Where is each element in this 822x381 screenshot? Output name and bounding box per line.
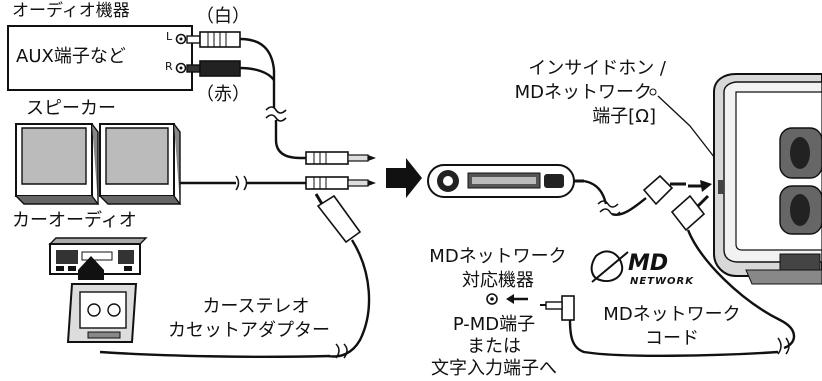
r-mark: R [165, 60, 173, 73]
audio-equipment-label: オーディオ機器 [12, 1, 130, 21]
speaker-left-drawing [15, 123, 100, 205]
car-audio-label: カーオーディオ [12, 210, 137, 231]
speaker-right-drawing [99, 123, 182, 205]
md-main-unit-drawing [713, 73, 822, 285]
connect-arrow [386, 158, 422, 198]
speaker-label: スピーカー [26, 98, 116, 119]
car-stereo-adapter-line1: カーステレオ [202, 296, 310, 317]
terminal-leader [657, 95, 719, 163]
pmd-terminal-line3: 文字入力端子へ [431, 358, 557, 379]
mini-plug-upper [305, 151, 376, 165]
l-mark: L [166, 30, 173, 43]
pmd-terminal-line2: または [467, 336, 521, 357]
p-md-plug [540, 295, 575, 321]
md-network-device-line2: 対応機器 [462, 270, 534, 291]
headphone-plug [642, 174, 686, 206]
mini-plug-lower [305, 176, 376, 190]
headphone-terminal-line1: インサイドホン / [528, 58, 666, 79]
md-remote-drawing [427, 164, 584, 198]
md-logo-icon [590, 250, 629, 283]
headphone-terminal-line3: 端子[Ω] [592, 106, 656, 127]
md-logo-network-text: NETWORK [630, 276, 695, 287]
md-network-cord-line1: MDネットワーク [603, 304, 741, 325]
rca-cable [239, 37, 276, 71]
md-logo-text: MD [628, 251, 669, 276]
cassette-adapter-cable [327, 239, 371, 358]
car-stereo-adapter-line2: カセットアダプター [168, 320, 330, 341]
md-network-device-line1: MDネットワーク [429, 246, 567, 267]
pmd-terminal-line1: P-MD端子 [452, 314, 536, 335]
white-label: （白） [196, 6, 250, 27]
rca-plug-red [186, 60, 241, 77]
md-network-cord-line2: コード [645, 328, 699, 349]
insert-arrow [78, 256, 104, 280]
aux-terminal-label: AUX端子など [16, 46, 126, 67]
headphone-terminal-line2: MDネットワーク [514, 82, 652, 103]
red-label: （赤） [196, 84, 250, 105]
cassette-adapter-plug [314, 193, 362, 244]
cassette-adapter-drawing [66, 283, 138, 343]
md-network-plug [670, 194, 710, 232]
audio-equipment-box [7, 25, 193, 91]
md-network-cable [686, 229, 796, 350]
rca-plug-white [186, 31, 241, 48]
